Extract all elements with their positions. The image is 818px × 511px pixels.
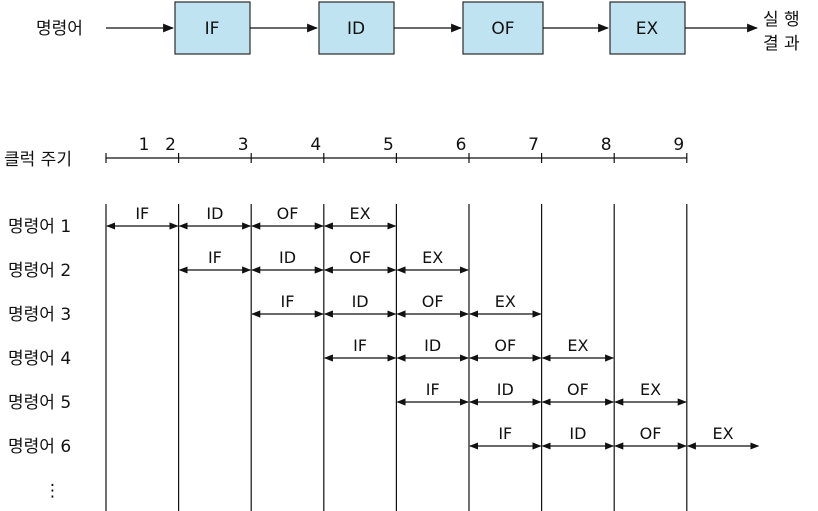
phase-label: ID (206, 204, 223, 223)
instruction-label: 명령어 6 (8, 437, 71, 457)
stage-box-id (318, 1, 395, 55)
phase-label: IF (426, 380, 440, 399)
phase-label: IF (281, 292, 295, 311)
phase-label: OF (422, 292, 444, 311)
phase-label: EX (422, 248, 443, 267)
clock-tick-label: 1 (139, 135, 150, 155)
more-instructions-ellipsis: ⋮ (44, 481, 61, 501)
stage-label-if: IF (205, 19, 220, 39)
instruction-label: 명령어 1 (8, 217, 71, 237)
instruction-flow: 명령어 IF ID OF EX 실 행 결 과 (36, 1, 800, 55)
phase-label: ID (352, 292, 369, 311)
instruction-label: 명령어 4 (8, 349, 71, 369)
phase-label: EX (567, 336, 588, 355)
phase-label: IF (353, 336, 367, 355)
clock-tick-label: 9 (673, 135, 684, 155)
flow-input-label: 명령어 (36, 19, 83, 39)
clock-tick-label: 4 (310, 135, 321, 155)
clock-tick-label: 8 (601, 135, 612, 155)
phase-label: IF (498, 424, 512, 443)
phase-label: EX (713, 424, 734, 443)
clock-tick-label: 5 (383, 135, 394, 155)
phase-label: IF (135, 204, 149, 223)
phase-label: OF (349, 248, 371, 267)
stage-box-of (462, 1, 544, 55)
phase-label: OF (640, 424, 662, 443)
phase-label: EX (640, 380, 661, 399)
stage-label-ex: EX (636, 19, 659, 39)
stage-label-of: OF (491, 19, 514, 39)
phase-label: EX (495, 292, 516, 311)
flow-output-label-line2: 결 과 (763, 34, 800, 54)
instruction-label: 명령어 3 (8, 305, 71, 325)
clock-tick-label: 7 (528, 135, 539, 155)
phase-label: ID (424, 336, 441, 355)
instruction-label: 명령어 2 (8, 261, 71, 281)
phase-label: EX (350, 204, 371, 223)
stage-label-id: ID (347, 19, 365, 39)
clock-axis-label: 클럭 주기 (4, 150, 72, 170)
phase-label: ID (279, 248, 296, 267)
phase-label: ID (497, 380, 514, 399)
phase-label: OF (567, 380, 589, 399)
phase-label: IF (208, 248, 222, 267)
phase-label: OF (277, 204, 299, 223)
phase-label: ID (569, 424, 586, 443)
clock-tick-label: 2 (165, 135, 176, 155)
clock-tick-label: 3 (238, 135, 249, 155)
stage-box-ex (609, 1, 686, 55)
phase-label: OF (494, 336, 516, 355)
clock-tick-label: 6 (456, 135, 467, 155)
instruction-label: 명령어 5 (8, 393, 71, 413)
flow-output-label-line1: 실 행 (763, 10, 800, 30)
